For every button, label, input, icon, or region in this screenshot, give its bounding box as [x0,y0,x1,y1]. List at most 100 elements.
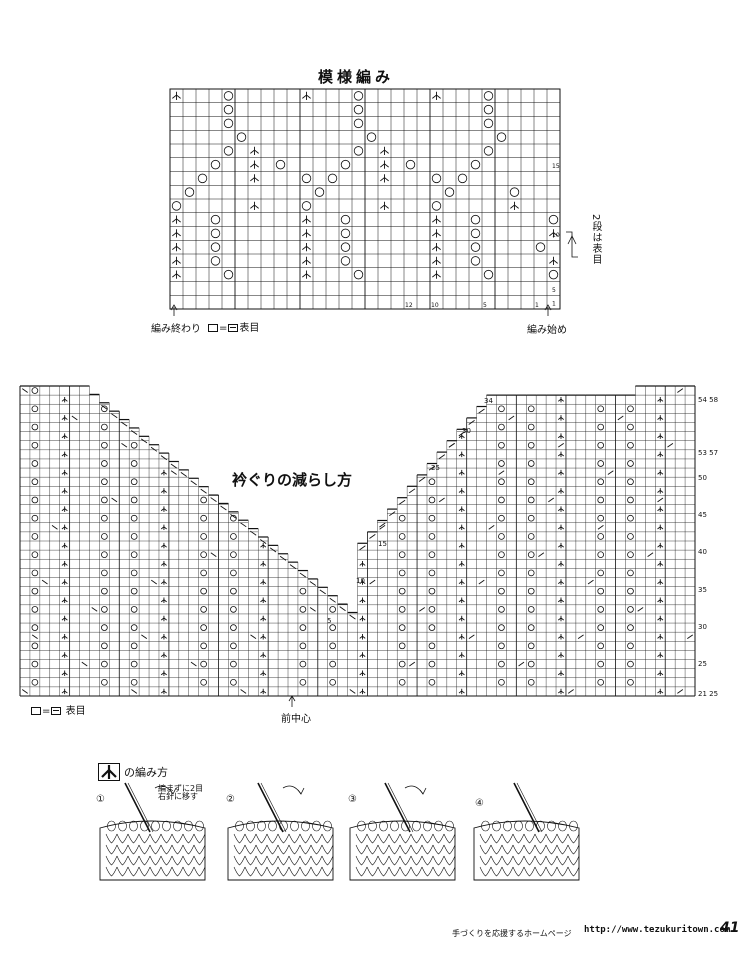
decrease-symbol [557,524,565,531]
knit-stitch [255,844,268,855]
yarn-over-symbol [405,159,416,170]
slash-decrease-symbol [587,579,594,585]
yarn-over-symbol [230,660,237,668]
yarn-over-symbol [509,187,520,197]
yarn-over-symbol [627,478,634,486]
yarn-over-symbol [627,642,634,650]
chart2-row-number: 30 [698,623,707,631]
stitch-loop [195,820,204,832]
knit-stitch [388,855,401,866]
yarn-over-symbol [498,569,505,577]
stitch-loop [514,820,523,832]
yarn-over-symbol [527,496,535,504]
knit-stitch [138,844,151,855]
knit-stitch [534,866,547,877]
edge-decrease-symbol [180,472,187,477]
step-1-note: 編まずに2目右針に移す [158,784,204,801]
decrease-symbol [172,229,181,238]
yarn-over-symbol [184,187,195,197]
yarn-over-symbol [627,423,634,431]
decrease-symbol [458,670,465,676]
yarn-over-symbol [597,460,605,467]
yarn-over-symbol [597,496,605,504]
knit-stitch [160,833,173,844]
yarn-over-symbol [230,533,237,540]
stitch-loop [151,820,160,832]
arrow-head-icon [419,787,427,795]
chart2-step-number: 30 [462,427,471,435]
yarn-over-symbol [340,256,351,266]
yarn-over-symbol [314,187,325,197]
decrease-symbol [172,91,181,101]
knit-stitch [310,866,323,877]
yarn-over-symbol [200,569,207,577]
yarn-over-symbol [353,146,364,156]
yarn-over-symbol [130,478,138,486]
yarn-over-symbol [101,441,108,449]
slash-decrease-symbol [597,525,604,530]
yarn-over-symbol [398,660,406,668]
yarn-over-symbol [230,642,237,650]
edge-decrease-symbol [468,420,475,425]
stitch-loop [162,820,171,832]
slash-decrease-symbol [438,497,445,503]
decrease-symbol [458,688,465,695]
chart2-row-number: 35 [698,586,707,594]
knit-stitch [355,844,368,855]
yarn-over-symbol [597,660,605,668]
yarn-over-symbol [398,606,406,613]
decrease-symbol [458,615,465,622]
decrease-symbol [160,597,167,603]
yarn-over-symbol [101,478,108,486]
decrease-symbol [260,688,267,695]
knit-stitch [105,866,118,877]
knit-stitch [299,833,312,844]
yarn-over-symbol [130,679,138,686]
knit-stitch [534,855,547,866]
decrease-symbol [61,615,68,622]
knit-stitch [171,833,184,844]
slash-decrease-symbol [508,415,515,421]
decrease-symbol [160,506,167,512]
decrease-symbol [557,688,565,695]
knit-stitch [479,844,492,855]
chart2-step-number: 25 [431,464,440,472]
yarn-over-symbol [548,269,559,280]
knit-stitch [182,866,195,877]
chart2-step-number: 5 [327,617,331,625]
slash-decrease-symbol [667,442,674,448]
yarn-over-symbol [340,159,351,170]
decrease-symbol [657,488,664,494]
decrease-symbol [458,652,465,658]
knit-stitch [545,855,558,866]
knit-stitch [233,844,246,855]
edge-decrease-symbol [299,572,307,578]
decrease-symbol [458,524,465,531]
knit-stitch [388,844,401,855]
knit-stitch [310,855,323,866]
yarn-over-symbol [548,214,559,225]
yarn-over-symbol [398,624,406,631]
decrease-symbol [557,396,565,403]
knit-stitch [244,866,257,877]
yarn-over-symbol [31,587,39,595]
yarn-over-symbol [627,514,634,522]
decrease-symbol [260,634,267,640]
yarn-over-symbol [498,679,505,686]
yarn-over-symbol [210,242,221,252]
yarn-over-symbol [398,587,406,595]
knit-stitch [149,833,162,844]
yarn-over-symbol [527,642,535,650]
howto-heading: の編み方 [98,763,168,781]
yarn-over-symbol [223,118,234,129]
chart2-step-number: 34 [484,397,493,405]
yarn-over-symbol [398,551,406,558]
knit-stitch [277,844,290,855]
decrease-symbol [557,561,565,567]
decrease-symbol [359,670,366,676]
yarn-over-symbol [527,660,535,668]
slash-decrease-symbol [170,470,177,475]
edge-decrease-symbol [379,522,386,528]
edge-decrease-symbol [260,539,267,544]
footer-url[interactable]: http://www.tezukuritown.com [584,925,731,935]
